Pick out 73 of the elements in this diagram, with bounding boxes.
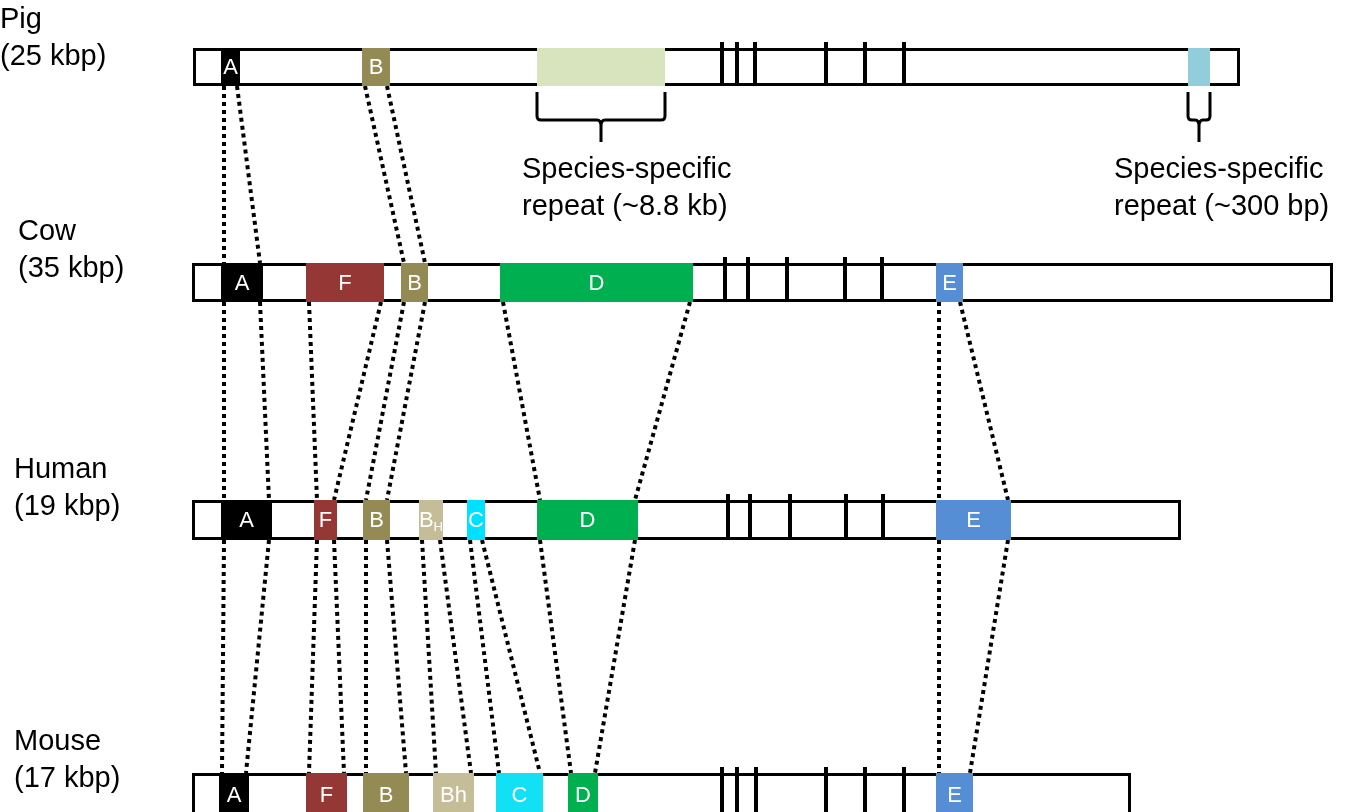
block-label: B$_{H}$ xyxy=(418,506,444,534)
dotted-connector xyxy=(307,301,319,501)
gene-block xyxy=(419,500,443,540)
block-label: E xyxy=(947,781,962,808)
block-label: E xyxy=(942,269,957,296)
gene-block xyxy=(221,263,263,302)
species-label: Cow (35 kbp) xyxy=(18,213,126,285)
annotation-text: Species-specific repeat (~8.8 kb) xyxy=(522,151,733,223)
block-label: E xyxy=(966,507,981,533)
species-label: Pig (25 kbp) xyxy=(0,1,108,73)
block-label: D xyxy=(588,269,605,296)
block-label: A xyxy=(223,54,238,80)
gene-block xyxy=(401,263,428,302)
gene-block xyxy=(306,263,384,302)
gene-block xyxy=(936,773,973,812)
block-label: C xyxy=(511,781,528,808)
dotted-connector xyxy=(937,302,941,500)
dotted-connector xyxy=(501,301,542,501)
gene-block xyxy=(500,263,693,302)
dotted-connector xyxy=(538,539,573,774)
gene-block xyxy=(363,500,390,540)
dotted-connector xyxy=(958,301,1010,501)
gene-block xyxy=(936,500,1011,540)
block-label: B xyxy=(407,269,422,296)
gene-block xyxy=(219,773,249,812)
block-label: B xyxy=(378,781,394,808)
dotted-connector xyxy=(968,539,1010,774)
gene-block xyxy=(362,48,390,86)
block-label: F xyxy=(338,269,352,296)
species-label: Human (19 kbp) xyxy=(14,451,122,523)
block-label: C xyxy=(468,507,484,533)
gene-block xyxy=(936,263,963,302)
block-label: Bh xyxy=(440,781,467,808)
dotted-connector xyxy=(222,302,226,500)
gene-block xyxy=(221,48,240,86)
gene-block xyxy=(537,500,638,540)
dotted-connector xyxy=(363,85,406,264)
dotted-connector xyxy=(235,85,262,264)
gene-block xyxy=(467,500,485,540)
dotted-connector xyxy=(258,301,271,501)
gene-block xyxy=(496,773,543,812)
block-label: A xyxy=(226,781,242,808)
gene-block xyxy=(306,773,347,812)
dotted-connector xyxy=(364,301,406,501)
gene-block xyxy=(314,500,337,540)
repeat-block xyxy=(537,48,665,86)
repeat-block xyxy=(1188,48,1210,86)
dotted-connector xyxy=(593,539,637,774)
annotation-text: Species-specific repeat (~300 bp) xyxy=(1114,151,1331,223)
dotted-connector xyxy=(385,539,408,774)
block-label: B xyxy=(369,507,384,533)
gene-block xyxy=(568,773,598,812)
dotted-connector xyxy=(633,301,692,501)
block-label: F xyxy=(318,507,333,533)
dotted-connector xyxy=(244,539,271,774)
block-label: B xyxy=(368,54,384,80)
species-label: Mouse (17 kbp) xyxy=(14,723,122,795)
block-label: F xyxy=(319,781,334,808)
dotted-connector xyxy=(332,539,346,774)
dotted-connector xyxy=(385,301,427,501)
block-label: A xyxy=(239,507,254,533)
block-label: D xyxy=(579,507,596,533)
dotted-connector xyxy=(438,539,473,774)
block-label: A xyxy=(234,269,250,296)
gene-block xyxy=(221,500,272,540)
dotted-connector xyxy=(332,301,383,501)
gene-block xyxy=(433,773,474,812)
dotted-connector xyxy=(385,85,427,264)
dotted-connector xyxy=(468,539,501,774)
gene-block xyxy=(363,773,409,812)
dotted-connector xyxy=(307,539,319,774)
block-label: D xyxy=(575,781,591,808)
dotted-connector xyxy=(420,539,438,774)
